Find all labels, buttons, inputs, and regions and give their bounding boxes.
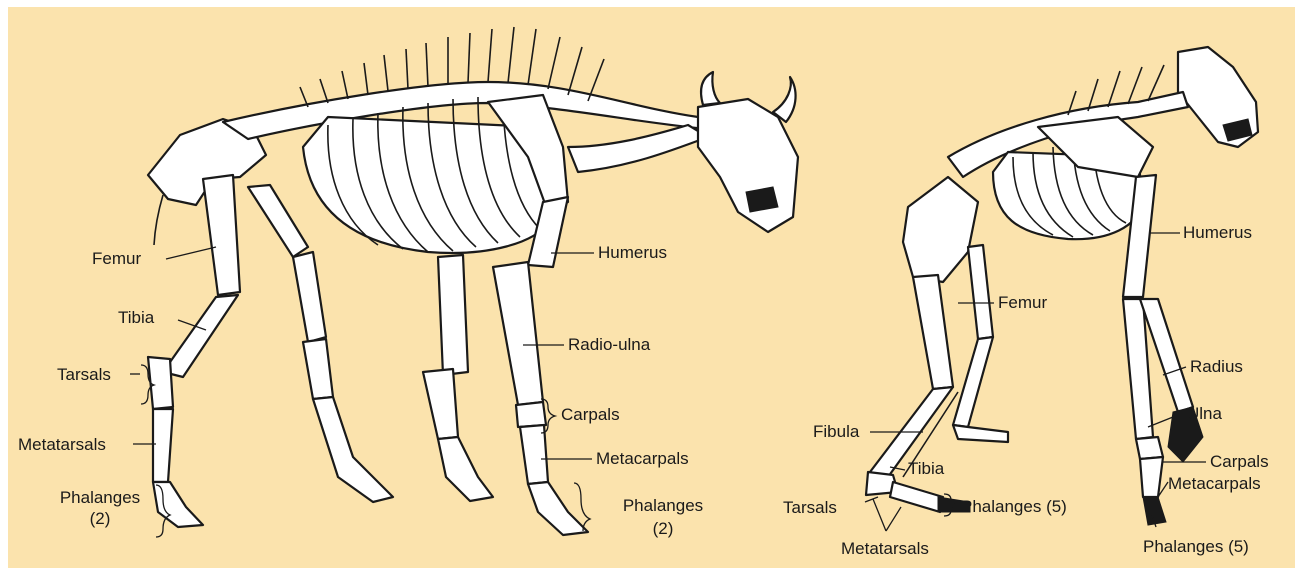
label-bison-tibia: Tibia [118,308,154,328]
leader-lines [130,233,1206,537]
label-bison-carpals: Carpals [561,405,620,425]
gorilla-pelvis [903,177,978,282]
label-bison-phalanges-hind: Phalanges [45,488,155,508]
label-gorilla-radius: Radius [1190,357,1243,377]
label-gorilla-ulna: Ulna [1187,404,1222,424]
bison-teeth [746,187,778,212]
bison-far-fore-leg [438,255,468,375]
gorilla-far-foot [953,425,1008,442]
bison-fore-hoof [528,482,588,535]
gorilla-metatarsal-bones [890,482,943,512]
gorilla-metacarpal-bones [1140,457,1163,497]
bison-far-hind-cannon [303,339,333,399]
label-gorilla-phalanges-foot: Phalanges (5) [961,497,1067,517]
label-bison-phalanges-hind-count: (2) [45,509,155,529]
bison-metacarpal-bone [520,425,548,484]
label-gorilla-phalanges-hand: Phalanges (5) [1143,537,1249,557]
label-gorilla-femur: Femur [998,293,1047,313]
leader-gorilla-metatarsals [873,499,901,531]
bison-horn-right [773,77,796,122]
gorilla-far-tibia [953,337,993,427]
label-bison-humerus: Humerus [598,243,667,263]
label-gorilla-metacarpals: Metacarpals [1168,474,1261,494]
skeleton-artwork [8,7,1295,568]
bison-neck [568,125,708,172]
gorilla-femur-bone [913,275,953,389]
label-bison-metacarpals: Metacarpals [596,449,689,469]
bison-far-fore-cannon [423,369,458,439]
bison-far-hind-tibia [293,252,326,342]
label-gorilla-metatarsals: Metatarsals [841,539,929,559]
bison-tibia-bone [163,295,238,377]
label-bison-radio-ulna: Radio-ulna [568,335,650,355]
bison-horn-left [701,72,720,105]
bison-far-hind-femur [248,185,308,257]
bison-tarsal-bones [148,357,173,409]
gorilla-far-femur [968,245,993,339]
label-bison-phalanges-fore-count: (2) [608,519,718,539]
bison-radio-ulna-bone [493,262,543,405]
bison-far-fore-hoof [438,437,493,501]
anatomy-figure: Femur Tibia Tarsals Metatarsals Phalange… [8,7,1295,568]
bison-far-hind-hoof [313,397,393,502]
bison-femur-bone [203,175,240,295]
label-gorilla-humerus: Humerus [1183,223,1252,243]
label-gorilla-tarsals: Tarsals [783,498,837,518]
bison-metatarsal-bone [153,409,173,482]
label-bison-femur: Femur [92,249,141,269]
bison-hind-hoof [153,482,203,527]
gorilla-skeleton [866,47,1258,525]
label-gorilla-carpals: Carpals [1210,452,1269,472]
leader-gorilla-tarsals [865,497,878,502]
label-bison-metatarsals: Metatarsals [18,435,106,455]
bison-tail [154,195,163,245]
gorilla-carpal-bones [1136,437,1163,459]
bison-carpal-bones [516,402,546,427]
leader-bison-femur [166,247,216,259]
label-bison-phalanges-fore: Phalanges [608,496,718,516]
label-gorilla-fibula: Fibula [813,422,859,442]
label-bison-tarsals: Tarsals [57,365,111,385]
bison-rib-cage [303,117,548,253]
bison-skeleton [148,27,798,535]
label-gorilla-tibia: Tibia [908,459,944,479]
